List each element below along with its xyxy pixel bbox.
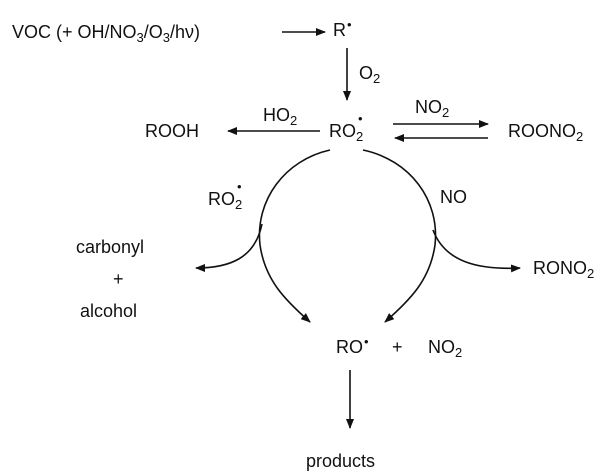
branch-to-carbonyl bbox=[195, 223, 263, 272]
no2-upper-label: NO2 bbox=[415, 97, 450, 120]
branch-to-rono2 bbox=[432, 229, 521, 273]
r-radical-label: R• bbox=[333, 17, 352, 40]
ho2-label: HO2 bbox=[263, 105, 298, 128]
plus-left-label: + bbox=[113, 269, 124, 289]
no2-lower-label: NO2 bbox=[428, 337, 463, 360]
carbonyl-label: carbonyl bbox=[76, 237, 145, 257]
rooh-label: ROOH bbox=[145, 121, 199, 141]
arc-left bbox=[258, 149, 331, 323]
o2-label: O2 bbox=[359, 63, 381, 86]
alcohol-label: alcohol bbox=[80, 301, 138, 321]
plus-lower-label: + bbox=[392, 337, 403, 357]
rono2-label: RONO2 bbox=[533, 258, 595, 281]
products-label: products bbox=[306, 451, 376, 471]
ro-radical-label: RO• bbox=[336, 334, 369, 357]
no-label: NO bbox=[440, 187, 467, 207]
voc-source-label: VOC (+ OH/NO3/O3/hν) bbox=[12, 22, 201, 45]
roono2-label: ROONO2 bbox=[508, 121, 584, 144]
arc-right bbox=[362, 149, 437, 323]
ro2-left-label: RO•2 bbox=[208, 179, 243, 212]
ro2-center-label: RO•2 bbox=[329, 111, 364, 144]
